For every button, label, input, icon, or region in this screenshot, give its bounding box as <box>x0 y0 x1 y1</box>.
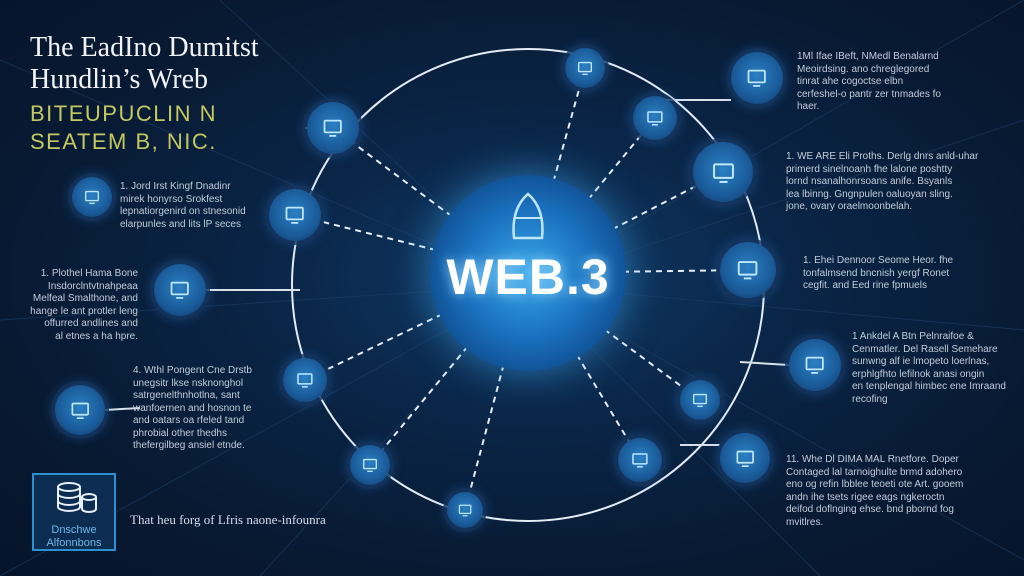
spoke-line <box>603 328 685 389</box>
gateway-icon <box>805 357 825 375</box>
vehicle-icon <box>632 453 648 468</box>
spoke-line <box>381 345 469 451</box>
chip-icon <box>85 190 99 204</box>
bank-icon <box>747 70 767 88</box>
agent-icon <box>693 393 707 407</box>
diagram-node <box>565 48 605 88</box>
diagram-node <box>307 102 359 154</box>
spoke-line <box>611 184 697 231</box>
hub-label: WEB.3 <box>446 249 610 305</box>
database-icon <box>57 482 97 514</box>
diagram-node <box>154 264 206 316</box>
diagram-node <box>269 189 321 241</box>
spoke-line <box>468 364 505 493</box>
page-subtitle: BITEUPUCLIN N SEATEM B, NIC. <box>30 101 217 154</box>
diagram-node <box>633 96 677 140</box>
diagram-node <box>283 358 327 402</box>
diagram-node <box>72 177 112 217</box>
cloud-icon <box>363 458 377 472</box>
fox-icon <box>647 111 663 126</box>
monitor-icon <box>323 120 343 138</box>
web3-hub <box>430 175 626 371</box>
screen-icon <box>738 261 758 280</box>
spoke-line <box>552 87 581 182</box>
diagram-node <box>680 380 720 420</box>
diagram-node <box>720 242 776 298</box>
award-icon <box>297 373 313 388</box>
server-icon <box>170 282 190 300</box>
blurb-7: 1 Ankdel A Btn Pelnraifoe &Cenmatler. De… <box>852 331 1006 405</box>
network-icon <box>71 402 89 419</box>
robot-icon <box>458 504 472 517</box>
diagram-node <box>350 445 390 485</box>
footer-text: That heu forg of Lfris naone-infounra <box>130 512 326 527</box>
tower-icon <box>736 450 754 467</box>
car-icon <box>712 162 734 183</box>
rocket-icon <box>512 192 544 240</box>
diagram-node <box>693 142 753 202</box>
laptop-icon <box>285 207 305 225</box>
diagram-node <box>55 385 105 435</box>
diagram-node <box>618 438 662 482</box>
diagram-node <box>789 339 841 391</box>
spoke-line <box>587 134 642 201</box>
diagram-node <box>720 433 770 483</box>
document-icon <box>578 61 592 75</box>
diagram-node <box>447 492 483 528</box>
spoke-line <box>319 220 437 252</box>
diagram-node <box>731 52 783 104</box>
blurb-5: 1. WE ARE Eli Proths. Derlg dnrs anld-uh… <box>786 151 979 212</box>
spoke-line <box>575 353 630 442</box>
database-card: Dnschwe Alfonnbons <box>32 473 116 551</box>
spoke-line <box>353 142 453 218</box>
spoke-line <box>622 269 721 273</box>
page-title: The EadIno Dumitst Hundlin’s Wreb <box>30 32 259 95</box>
